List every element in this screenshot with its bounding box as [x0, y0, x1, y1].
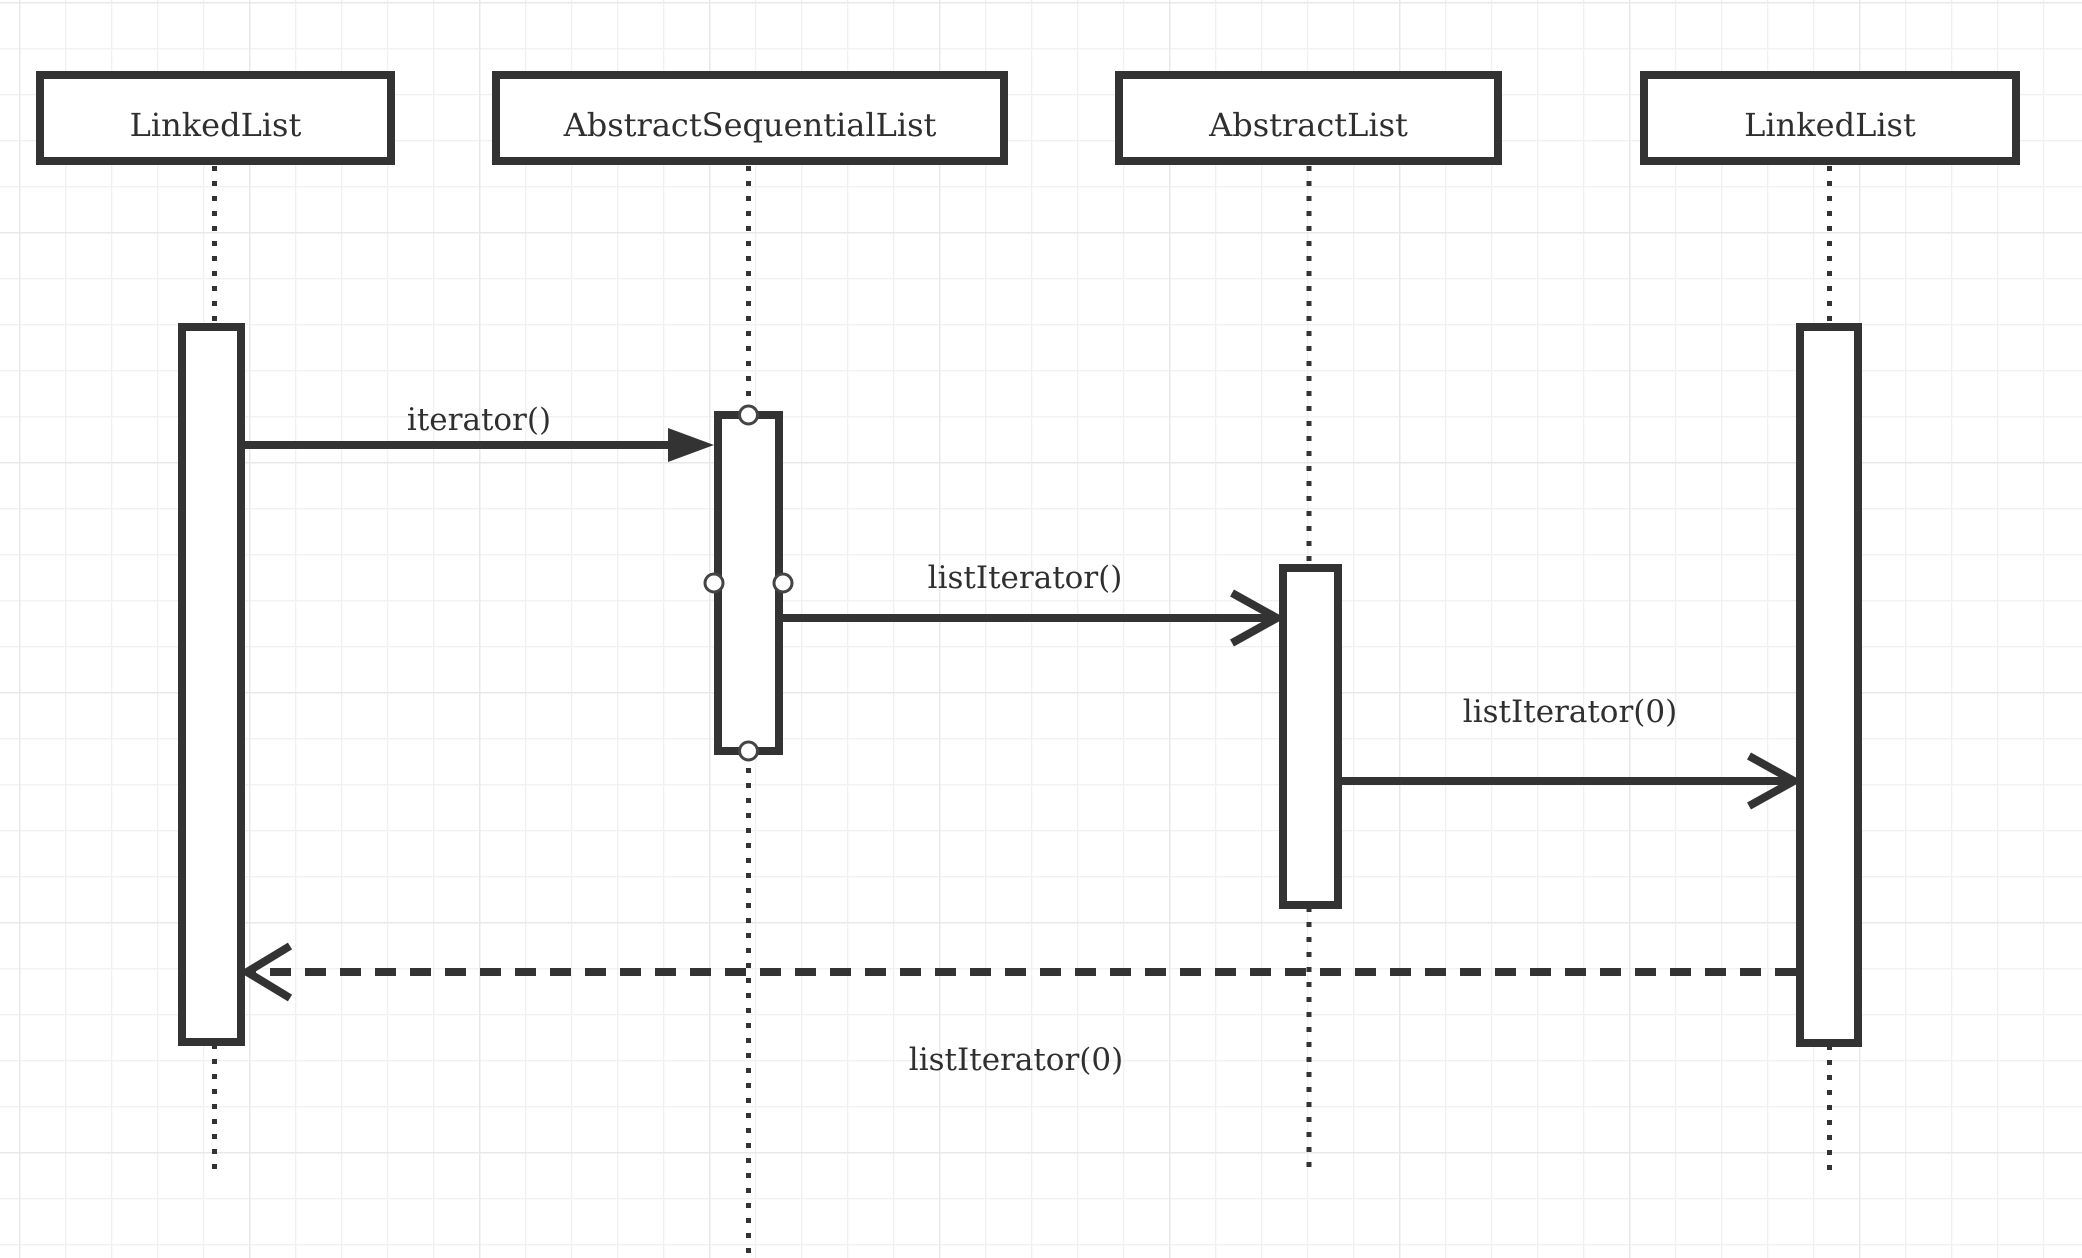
activation-linkedlist-caller[interactable]: [178, 323, 245, 1046]
open-arrowhead-icon[interactable]: [239, 942, 293, 1002]
activation-abstractsequentiallist[interactable]: [714, 411, 783, 755]
lifeline-head-label[interactable]: AbstractList: [1208, 106, 1408, 144]
participant-linkedlist-caller: LinkedList: [36, 71, 395, 165]
selection-handle-right-icon[interactable]: [772, 572, 794, 594]
message-label[interactable]: iterator(): [407, 402, 551, 438]
participant-abstractlist: AbstractList: [1115, 71, 1502, 165]
selection-handle-left-icon[interactable]: [703, 572, 725, 594]
lifeline-head-box[interactable]: [1640, 71, 2020, 165]
activation-bars: [178, 323, 1862, 1047]
lifelines: [212, 166, 1832, 1258]
lifeline-head-label[interactable]: LinkedList: [1744, 106, 1916, 144]
message-return-listiterator0: listIterator(0): [239, 942, 1796, 1078]
participant-linkedlist-callee: LinkedList: [1640, 71, 2020, 165]
activation-linkedlist-callee[interactable]: [1796, 323, 1862, 1047]
lifeline-head-label[interactable]: LinkedList: [130, 106, 302, 144]
lifeline-head-box[interactable]: [492, 71, 1008, 165]
message-listiterator0: listIterator(0): [1342, 694, 1803, 810]
selection-handles: [703, 404, 794, 762]
message-iterator: iterator(): [245, 402, 714, 462]
lifeline-head-label[interactable]: AbstractSequentialList: [563, 106, 937, 144]
message-label[interactable]: listIterator(0): [1463, 694, 1677, 730]
participant-abstractsequentiallist: AbstractSequentialList: [492, 71, 1008, 165]
participant-heads: LinkedList AbstractSequentialList Abstra…: [36, 71, 2020, 165]
open-arrowhead-icon[interactable]: [1230, 589, 1286, 647]
lifeline-head-box[interactable]: [1115, 71, 1502, 165]
selection-handle-bottom-icon[interactable]: [738, 740, 759, 762]
filled-arrowhead-icon[interactable]: [668, 428, 714, 462]
message-label[interactable]: listIterator(): [928, 560, 1123, 596]
open-arrowhead-icon[interactable]: [1747, 752, 1803, 810]
activation-abstractlist[interactable]: [1279, 564, 1342, 909]
lifeline-head-box[interactable]: [36, 71, 395, 165]
selection-handle-top-icon[interactable]: [738, 404, 759, 426]
message-label[interactable]: listIterator(0): [909, 1042, 1123, 1078]
message-listiterator: listIterator(): [783, 560, 1286, 647]
